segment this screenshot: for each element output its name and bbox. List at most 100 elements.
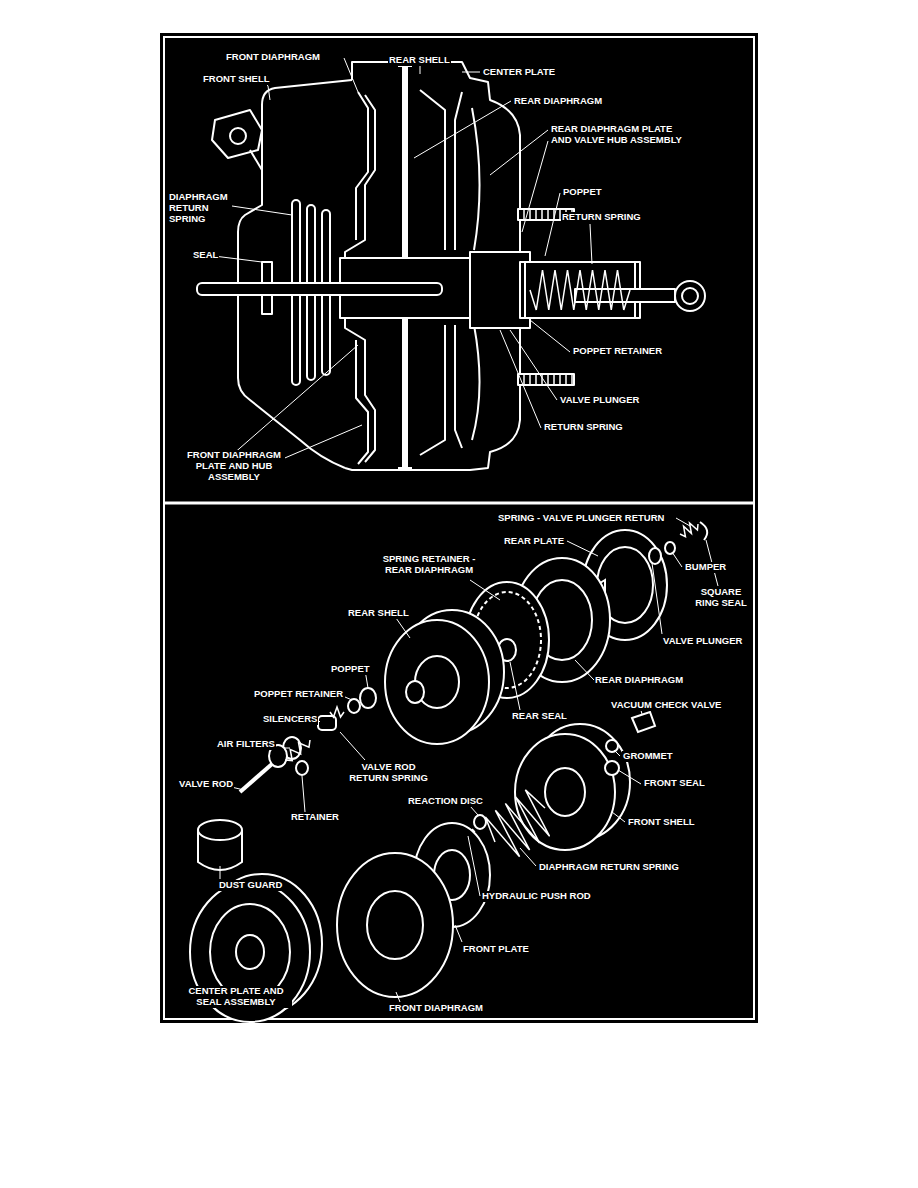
leader-line [302,776,305,812]
leader-line [284,748,290,749]
coil-spring [285,740,310,761]
push-rod [197,283,442,295]
leader-line [522,141,548,232]
stud-thread [535,374,537,385]
part-label: FRONT DIAPHRAGM [225,52,321,63]
leader-line [612,812,625,822]
leader-line [396,992,400,1002]
part-label: FRONT DIAPHRAGM [388,1003,484,1014]
valve-rod [240,764,272,792]
part-label: VALVE PLUNGER [559,395,640,406]
part-label: REAR SEAL [511,711,568,722]
part-label: RETURN SPRING [543,422,624,433]
bumper [665,542,675,554]
rod-clevis-hole [682,288,698,304]
coil-spring [485,790,549,857]
part-label: REAR PLATE [503,536,565,547]
part-label: CENTER PLATE AND SEAL ASSEMBLY [180,986,292,1008]
stud-thread [553,374,555,385]
leader-line [468,836,480,896]
part-label: REAR DIAPHRAGM PLATE AND VALVE HUB ASSEM… [550,124,690,146]
part-label: VALVE ROD [178,779,234,790]
stud-thread [547,209,549,220]
part-label: DIAPHRAGM RETURN SPRING [168,192,232,225]
stud-thread [523,374,525,385]
panel-ground [160,33,758,1023]
front-diaphragm [337,853,453,997]
leader-line [470,806,478,815]
valve-plunger [649,548,661,564]
coil-spring [530,270,630,310]
stud-thread [529,209,531,220]
rear-shell-hub [406,681,424,703]
exploded-view [190,522,707,1022]
part-label: SEAL [192,250,219,261]
leader-line [530,320,570,352]
stud-thread [565,374,567,385]
part-label: DIAPHRAGM RETURN SPRING [538,862,680,873]
rod-clevis [675,281,705,311]
part-label: REACTION DISC [407,796,484,807]
leader-line [340,732,365,760]
stud-thread [541,374,543,385]
stud-thread [523,209,525,220]
square-ring-seal [700,522,707,540]
part-label: POPPET [330,664,371,675]
part-label: REAR DIAPHRAGM [513,96,603,107]
leader-line [500,330,541,428]
part-label: AIR FILTERS [216,739,276,750]
part-label: VALVE ROD RETURN SPRING [345,762,432,784]
part-label: VALVE PLUNGER [662,636,743,647]
stud-thread [529,374,531,385]
part-label: FRONT SEAL [643,778,706,789]
part-label: POPPET RETAINER [253,689,344,700]
valve-rod [575,289,675,302]
vacuum-check-valve [632,712,655,732]
leader-line [618,770,641,784]
part-label: HYDRAULIC PUSH ROD [481,891,592,902]
poppet-retainer [348,699,360,713]
cross-section [197,62,705,470]
part-label: FRONT SHELL [202,74,271,85]
leader-line [672,552,682,567]
part-label: FRONT PLATE [462,944,530,955]
check-valve-port [230,128,246,144]
check-valve-neck [250,150,262,205]
stud-thread [559,374,561,385]
leader-line [462,72,480,73]
stud-thread [547,374,549,385]
leader-line [220,866,221,879]
leader-line [214,256,262,262]
leader-line [414,101,511,158]
part-label: RETAINER [290,812,340,823]
part-label: REAR DIAPHRAGM [594,675,684,686]
grommet [606,740,618,752]
leader-line [396,618,410,638]
part-label: GROMMET [622,751,674,762]
leader-line [510,330,557,400]
leader-line [470,580,500,600]
leader-line [652,563,662,634]
part-label: FRONT SHELL [627,817,696,828]
front-shell-ring [545,768,585,816]
panel-border [164,37,754,1019]
front-diaphragm-hole [367,891,423,959]
silencer [318,716,336,730]
leader-line [510,662,520,710]
part-label: BUMPER [684,562,727,573]
panel-divider [164,502,754,505]
part-label: REAR SHELL [388,55,451,66]
springs [285,209,698,857]
part-label: CENTER PLATE [482,67,556,78]
part-label: SQUARE RING SEAL [690,587,752,609]
leader-line [520,848,536,866]
part-label: FRONT DIAPHRAGM PLATE AND HUB ASSEMBLY [183,450,285,483]
part-label: VACUUM CHECK VALVE [610,700,722,711]
front-diaphragm [356,340,368,464]
coil-spring [330,707,344,717]
rear-shell [385,620,489,744]
stud-thread [541,209,543,220]
part-label: POPPET [562,187,603,198]
leader-line [232,206,292,215]
center-plate-seal [236,935,264,969]
